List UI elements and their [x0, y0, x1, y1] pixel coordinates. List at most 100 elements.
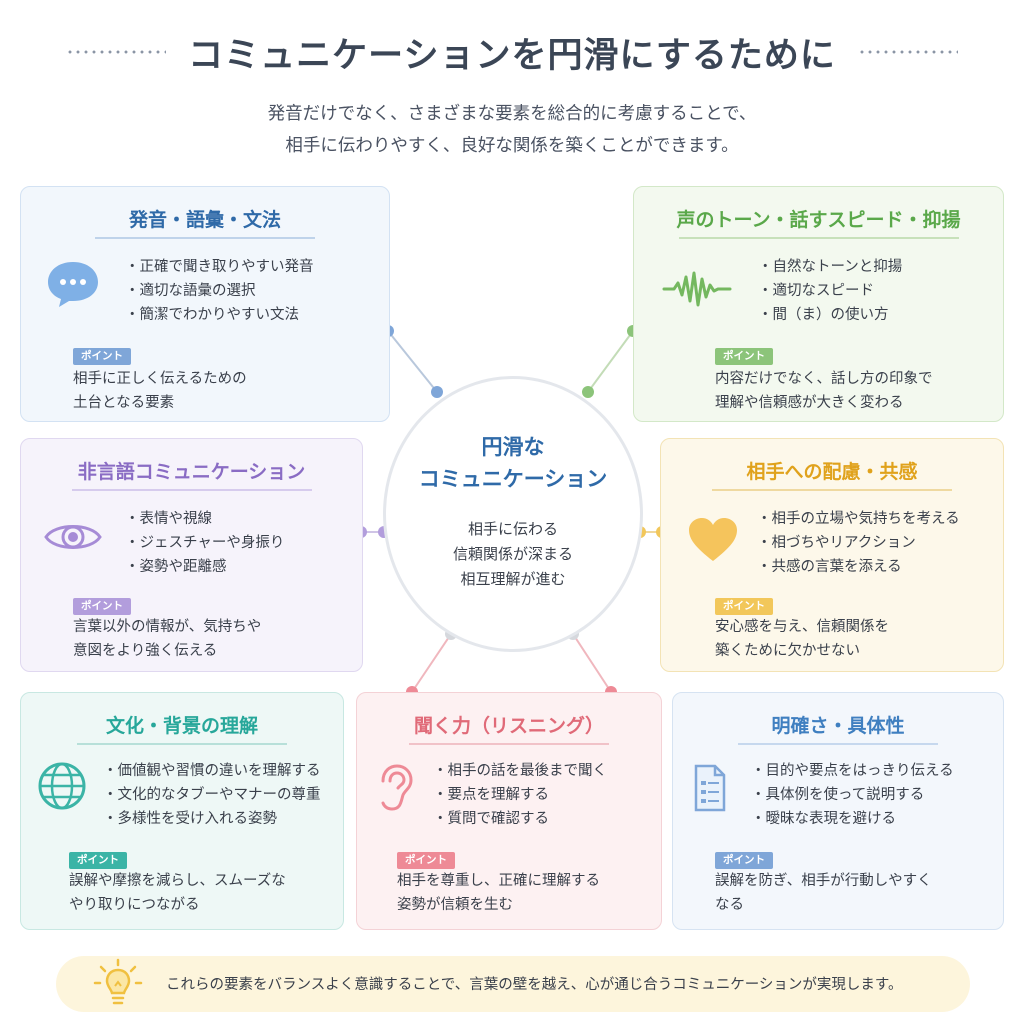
center-body: 相手に伝わる 信頼関係が深まる 相互理解が進む	[386, 517, 640, 592]
card-title: 声のトーン・話すスピード・抑揚	[676, 209, 961, 231]
note-line: 誤解を防ぎ、相手が行動しやすく	[715, 873, 932, 889]
list-item: 姿勢や距離感	[125, 555, 284, 579]
card-clarity: 明確さ・具体性 目的や要点をはっきり伝える 具体例を使って説明する 曖昧な表現を…	[672, 692, 1004, 930]
lightbulb-icon	[92, 958, 144, 1014]
list-item: 共感の言葉を添える	[757, 555, 960, 579]
note-line: やり取りにつながる	[69, 897, 200, 913]
card-list: 相手の立場や気持ちを考える 相づちやリアクション 共感の言葉を添える	[757, 507, 960, 579]
card-title: 相手への配慮・共感	[746, 461, 918, 483]
card-list: 正確で聞き取りやすい発音 適切な語彙の選択 簡潔でわかりやすい文法	[125, 255, 314, 327]
note-line: 理解や信頼感が大きく変わる	[715, 395, 904, 411]
center-title-line: 円滑な	[481, 435, 545, 459]
card-list: 目的や要点をはっきり伝える 具体例を使って説明する 曖昧な表現を避ける	[751, 759, 954, 831]
eye-icon	[43, 517, 103, 561]
card-note: 内容だけでなく、話し方の印象で 理解や信頼感が大きく変わる	[715, 367, 933, 415]
center-title-line: コミュニケーション	[418, 467, 608, 491]
card-culture: 文化・背景の理解 価値観や習慣の違いを理解する 文化的なタブーやマナーの尊重 多…	[20, 692, 344, 930]
point-badge: ポイント	[715, 348, 773, 365]
card-note: 誤解を防ぎ、相手が行動しやすく なる	[715, 869, 932, 917]
card-divider	[77, 743, 287, 745]
center-line: 相手に伝わる	[467, 520, 558, 538]
card-list: 価値観や習慣の違いを理解する 文化的なタブーやマナーの尊重 多様性を受け入れる姿…	[103, 759, 321, 831]
speech-bubble-icon	[45, 259, 101, 313]
subtitle-line: 発音だけでなく、さまざまな要素を総合的に考慮することで、	[267, 104, 757, 124]
card-empathy: 相手への配慮・共感 相手の立場や気持ちを考える 相づちやリアクション 共感の言葉…	[660, 438, 1004, 672]
list-item: 価値観や習慣の違いを理解する	[103, 759, 321, 783]
list-item: 簡潔でわかりやすい文法	[125, 303, 314, 327]
point-badge: ポイント	[715, 852, 773, 869]
note-line: 土台となる要素	[73, 395, 175, 411]
note-line: 築くために欠かせない	[715, 643, 860, 659]
list-item: 相手の立場や気持ちを考える	[757, 507, 960, 531]
subtitle: 発音だけでなく、さまざまな要素を総合的に考慮することで、 相手に伝わりやすく、良…	[0, 98, 1024, 162]
sound-wave-icon	[662, 269, 732, 313]
title-dots-right	[857, 50, 958, 54]
list-item: 要点を理解する	[433, 783, 607, 807]
card-divider	[712, 489, 952, 491]
note-line: 相手を尊重し、正確に理解する	[397, 873, 600, 889]
globe-icon	[37, 761, 87, 815]
point-badge: ポイント	[73, 598, 131, 615]
title-dots-left	[66, 50, 167, 54]
note-line: 意図をより強く伝える	[73, 643, 218, 659]
list-item: 具体例を使って説明する	[751, 783, 954, 807]
center-line: 信頼関係が深まる	[452, 545, 573, 563]
note-line: 姿勢が信頼を生む	[397, 897, 513, 913]
list-item: 相手の話を最後まで聞く	[433, 759, 608, 783]
center-line: 相互理解が進む	[460, 570, 566, 588]
heart-icon	[687, 517, 739, 567]
card-note: 相手に正しく伝えるための 土台となる要素	[73, 367, 247, 415]
list-item: 相づちやリアクション	[757, 531, 960, 555]
ear-icon	[375, 763, 415, 817]
list-item: 多様性を受け入れる姿勢	[103, 807, 321, 831]
list-item: 適切な語彙の選択	[125, 279, 314, 303]
card-title: 非言語コミュニケーション	[77, 461, 306, 483]
card-divider	[678, 237, 959, 239]
card-listening: 聞く力（リスニング） 相手の話を最後まで聞く 要点を理解する 質問で確認する ポ…	[356, 692, 662, 930]
title-row: コミュニケーションを円滑にするために	[0, 22, 1024, 82]
note-line: 内容だけでなく、話し方の印象で	[715, 371, 933, 387]
card-voice: 声のトーン・話すスピード・抑揚 自然なトーンと抑揚 適切なスピード 間（ま）の使…	[633, 186, 1004, 422]
list-item: 間（ま）の使い方	[758, 303, 902, 327]
subtitle-line: 相手に伝わりやすく、良好な関係を築くことができます。	[285, 136, 739, 156]
point-badge: ポイント	[69, 852, 127, 869]
card-note: 誤解や摩擦を減らし、スムーズな やり取りにつながる	[69, 869, 286, 917]
footer-text: これらの要素をバランスよく意識することで、言葉の壁を越え、心が通じ合うコミュニケ…	[166, 977, 903, 993]
card-title: 発音・語彙・文法	[128, 209, 281, 231]
connector-dot	[582, 386, 594, 398]
card-pronunciation: 発音・語彙・文法 正確で聞き取りやすい発音 適切な語彙の選択 簡潔でわかりやすい…	[20, 186, 390, 422]
card-list: 表情や視線 ジェスチャーや身振り 姿勢や距離感	[125, 507, 285, 579]
note-line: 言葉以外の情報が、気持ちや	[73, 619, 262, 635]
card-list: 相手の話を最後まで聞く 要点を理解する 質問で確認する	[433, 759, 608, 831]
card-note: 相手を尊重し、正確に理解する 姿勢が信頼を生む	[397, 869, 600, 917]
list-item: 自然なトーンと抑揚	[758, 255, 903, 279]
connector-dot	[431, 386, 443, 398]
document-icon	[693, 763, 727, 817]
note-line: 安心感を与え、信頼関係を	[715, 619, 889, 635]
card-divider	[95, 237, 315, 239]
footer-banner: これらの要素をバランスよく意識することで、言葉の壁を越え、心が通じ合うコミュニケ…	[56, 956, 970, 1012]
card-note: 安心感を与え、信頼関係を 築くために欠かせない	[715, 615, 889, 663]
card-list: 自然なトーンと抑揚 適切なスピード 間（ま）の使い方	[758, 255, 903, 327]
note-line: なる	[715, 897, 744, 913]
card-divider	[738, 743, 938, 745]
card-nonverbal: 非言語コミュニケーション 表情や視線 ジェスチャーや身振り 姿勢や距離感 ポイン…	[20, 438, 363, 672]
note-line: 誤解や摩擦を減らし、スムーズな	[69, 873, 286, 889]
page-title: コミュニケーションを円滑にするために	[188, 35, 836, 76]
list-item: 適切なスピード	[758, 279, 902, 303]
list-item: ジェスチャーや身振り	[125, 531, 285, 555]
list-item: 表情や視線	[125, 507, 284, 531]
card-title: 文化・背景の理解	[105, 715, 258, 737]
center-circle: 円滑な コミュニケーション 相手に伝わる 信頼関係が深まる 相互理解が進む	[383, 376, 643, 652]
card-divider	[71, 489, 312, 491]
list-item: 質問で確認する	[433, 807, 607, 831]
point-badge: ポイント	[73, 348, 131, 365]
card-title: 明確さ・具体性	[771, 715, 905, 737]
card-divider	[409, 743, 609, 745]
list-item: 文化的なタブーやマナーの尊重	[103, 783, 321, 807]
card-title: 聞く力（リスニング）	[413, 715, 604, 737]
list-item: 正確で聞き取りやすい発音	[125, 255, 314, 279]
list-item: 曖昧な表現を避ける	[751, 807, 954, 831]
center-title: 円滑な コミュニケーション	[386, 431, 640, 495]
point-badge: ポイント	[715, 598, 773, 615]
